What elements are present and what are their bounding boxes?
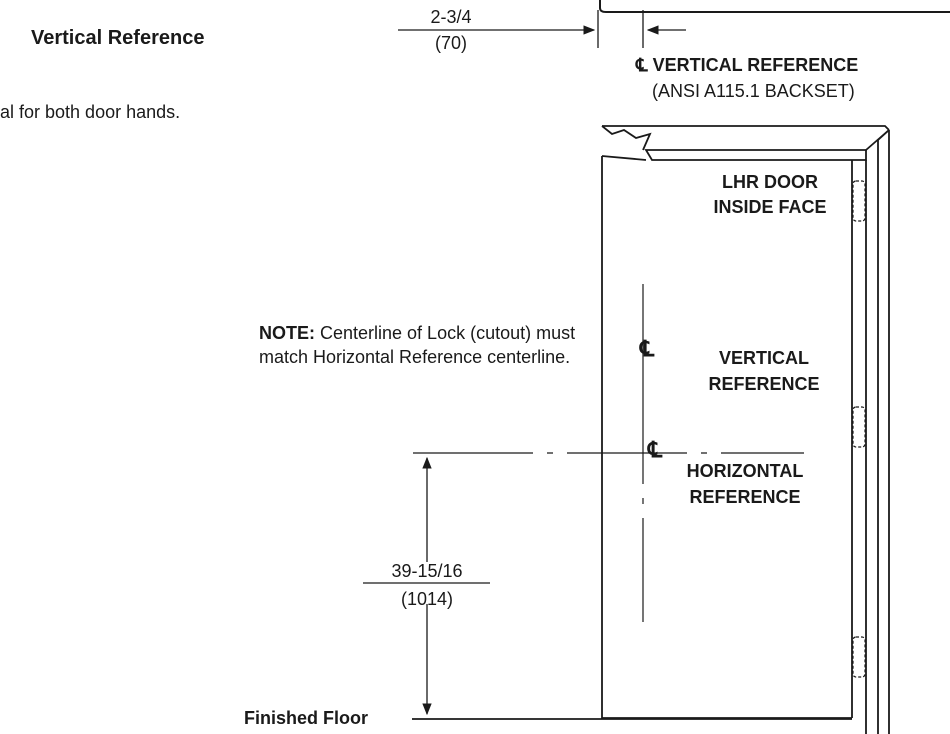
door-frame-jamb	[865, 129, 890, 734]
top-dimension-lines	[398, 10, 686, 48]
horizontal-reference-line-2: REFERENCE	[689, 487, 801, 507]
height-dimension-metric: (1014)	[400, 589, 454, 609]
finished-floor-label: Finished Floor	[244, 708, 368, 728]
top-dimension-fraction: 2-3/4	[430, 7, 472, 27]
note-line-1: Centerline of Lock (cutout) must	[315, 323, 576, 343]
note-label: NOTE:	[259, 323, 315, 343]
vertical-reference-line-1: VERTICAL	[719, 348, 809, 368]
top-door-edge	[599, 0, 950, 13]
top-reference-sublabel: (ANSI A115.1 BACKSET)	[652, 81, 855, 101]
height-dimension-fraction: 39-15/16	[391, 561, 463, 581]
horizontal-reference-symbol: ℄	[648, 437, 663, 462]
note-text: NOTE: Centerline of Lock (cutout) must m…	[259, 321, 575, 369]
height-dimension-lines	[363, 456, 490, 716]
top-reference-text: VERTICAL REFERENCE	[652, 55, 859, 75]
door-label-line-2: INSIDE FACE	[713, 197, 827, 217]
door-label-line-1: LHR DOOR	[722, 172, 818, 192]
intro-text: al for both door hands.	[0, 102, 181, 122]
hinges	[852, 180, 866, 678]
vertical-reference-symbol: ℄	[640, 336, 655, 361]
section-title: Vertical Reference	[31, 27, 205, 49]
top-reference-label: ℄ VERTICAL REFERENCE	[636, 54, 858, 76]
door-frame-head	[601, 125, 890, 161]
vertical-reference-line-2: REFERENCE	[708, 374, 820, 394]
top-dimension-metric: (70)	[434, 33, 467, 53]
centerline-icon: ℄	[636, 55, 648, 75]
door-slab	[601, 155, 853, 719]
note-line-2: match Horizontal Reference centerline.	[259, 347, 571, 367]
horizontal-reference-line-1: HORIZONTAL	[686, 461, 804, 481]
